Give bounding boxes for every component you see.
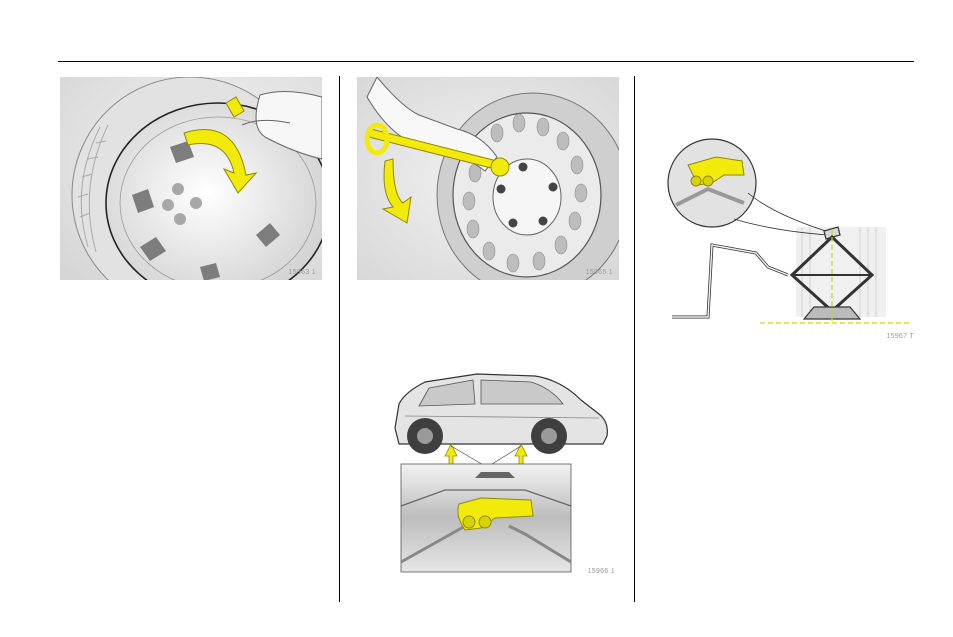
figure-code: 15966 1 [588,568,615,575]
header-rule [58,61,914,62]
figure-hubcap-removal: 15963 1 [60,77,322,280]
figure-code: 15965 1 [586,269,613,276]
hubcap-removal-illustration [60,77,322,280]
figure-code: 15963 1 [289,269,316,276]
figure-wheel-bolts: 15965 1 [357,77,619,280]
column-divider-left [339,76,340,602]
figure-jack-points: 15966 1 [385,366,619,578]
figure-code: 15967 T [886,333,914,340]
wheel-bolts-illustration [357,77,619,280]
jack-points-illustration [385,366,619,578]
column-divider-right [634,76,635,602]
jack-positioning-illustration [664,135,916,342]
figure-jack-positioning: 15967 T [664,135,916,342]
